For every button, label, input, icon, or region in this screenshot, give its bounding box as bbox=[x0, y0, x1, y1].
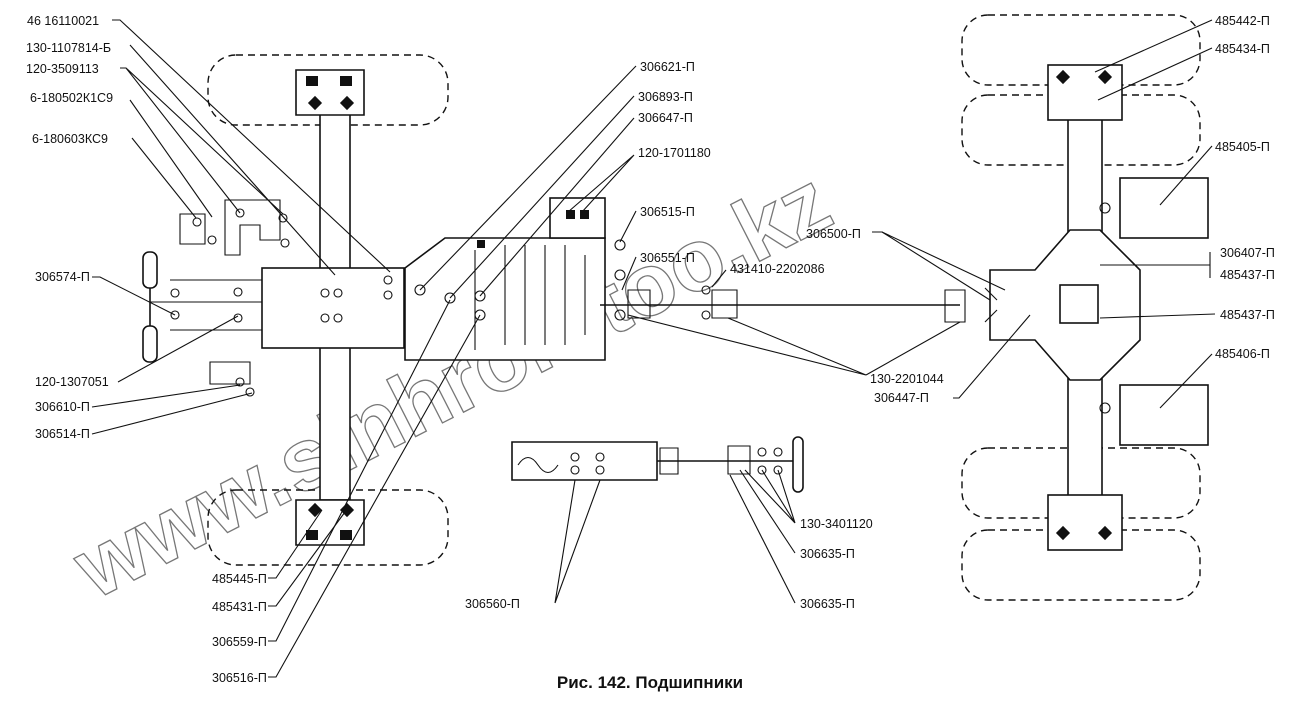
rear-brake-bottom bbox=[1119, 384, 1209, 446]
label-485406: 485406-П bbox=[1215, 347, 1270, 361]
label-306515: 306515-П bbox=[640, 205, 695, 219]
rear-wheel-4 bbox=[961, 529, 1201, 601]
label-306447: 306447-П bbox=[874, 391, 929, 405]
label-306514: 306514-П bbox=[35, 427, 90, 441]
label-120-1701180: 120-1701180 bbox=[638, 146, 711, 160]
label-485434: 485434-П bbox=[1215, 42, 1270, 56]
part-number-labels: 46 16110021 130-1107814-Б 120-3509113 6-… bbox=[26, 14, 1275, 685]
label-306560: 306560-П bbox=[465, 597, 520, 611]
label-485405: 485405-П bbox=[1215, 140, 1270, 154]
label-485445: 485445-П bbox=[212, 572, 267, 586]
label-46-16110021: 46 16110021 bbox=[27, 14, 99, 28]
label-306559: 306559-П bbox=[212, 635, 267, 649]
label-306635-a: 306635-П bbox=[800, 547, 855, 561]
label-485431: 485431-П bbox=[212, 600, 267, 614]
label-120-3509113: 120-3509113 bbox=[26, 62, 99, 76]
label-6-180603: 6-180603КС9 bbox=[32, 132, 108, 146]
label-306893: 306893-П bbox=[638, 90, 693, 104]
label-485437-b: 485437-П bbox=[1220, 308, 1275, 322]
label-306574: 306574-П bbox=[35, 270, 90, 284]
label-306516: 306516-П bbox=[212, 671, 267, 685]
label-306621: 306621-П bbox=[640, 60, 695, 74]
transfer-case-top bbox=[549, 197, 606, 239]
rear-brake-top bbox=[1119, 177, 1209, 239]
label-306635-b: 306635-П bbox=[800, 597, 855, 611]
label-306610: 306610-П bbox=[35, 400, 90, 414]
figure-caption: Рис. 142. Подшипники bbox=[557, 673, 743, 692]
label-130-1107814: 130-1107814-Б bbox=[26, 41, 111, 55]
watermark: www.sinhron-too.kz bbox=[58, 151, 846, 618]
label-485437-a: 485437-П bbox=[1220, 268, 1275, 282]
label-485442: 485442-П bbox=[1215, 14, 1270, 28]
leader-lines bbox=[91, 19, 1216, 678]
steering-wheel bbox=[792, 436, 804, 493]
label-130-2201044: 130-2201044 bbox=[870, 372, 944, 386]
label-431410-2202086: 431410-2202086 bbox=[730, 262, 825, 276]
label-306407: 306407-П bbox=[1220, 246, 1275, 260]
engine bbox=[261, 267, 405, 349]
label-306647: 306647-П bbox=[638, 111, 693, 125]
label-130-3401120: 130-3401120 bbox=[800, 517, 873, 531]
rear-hub-top bbox=[1047, 64, 1123, 121]
label-6-180502: 6-180502К1С9 bbox=[30, 91, 113, 105]
label-306500: 306500-П bbox=[806, 227, 861, 241]
front-right-wheel bbox=[207, 489, 449, 566]
rear-hub-bottom bbox=[1047, 494, 1123, 551]
label-120-1307051: 120-1307051 bbox=[35, 375, 109, 389]
steering-gear bbox=[511, 441, 658, 481]
label-306551: 306551-П bbox=[640, 251, 695, 265]
